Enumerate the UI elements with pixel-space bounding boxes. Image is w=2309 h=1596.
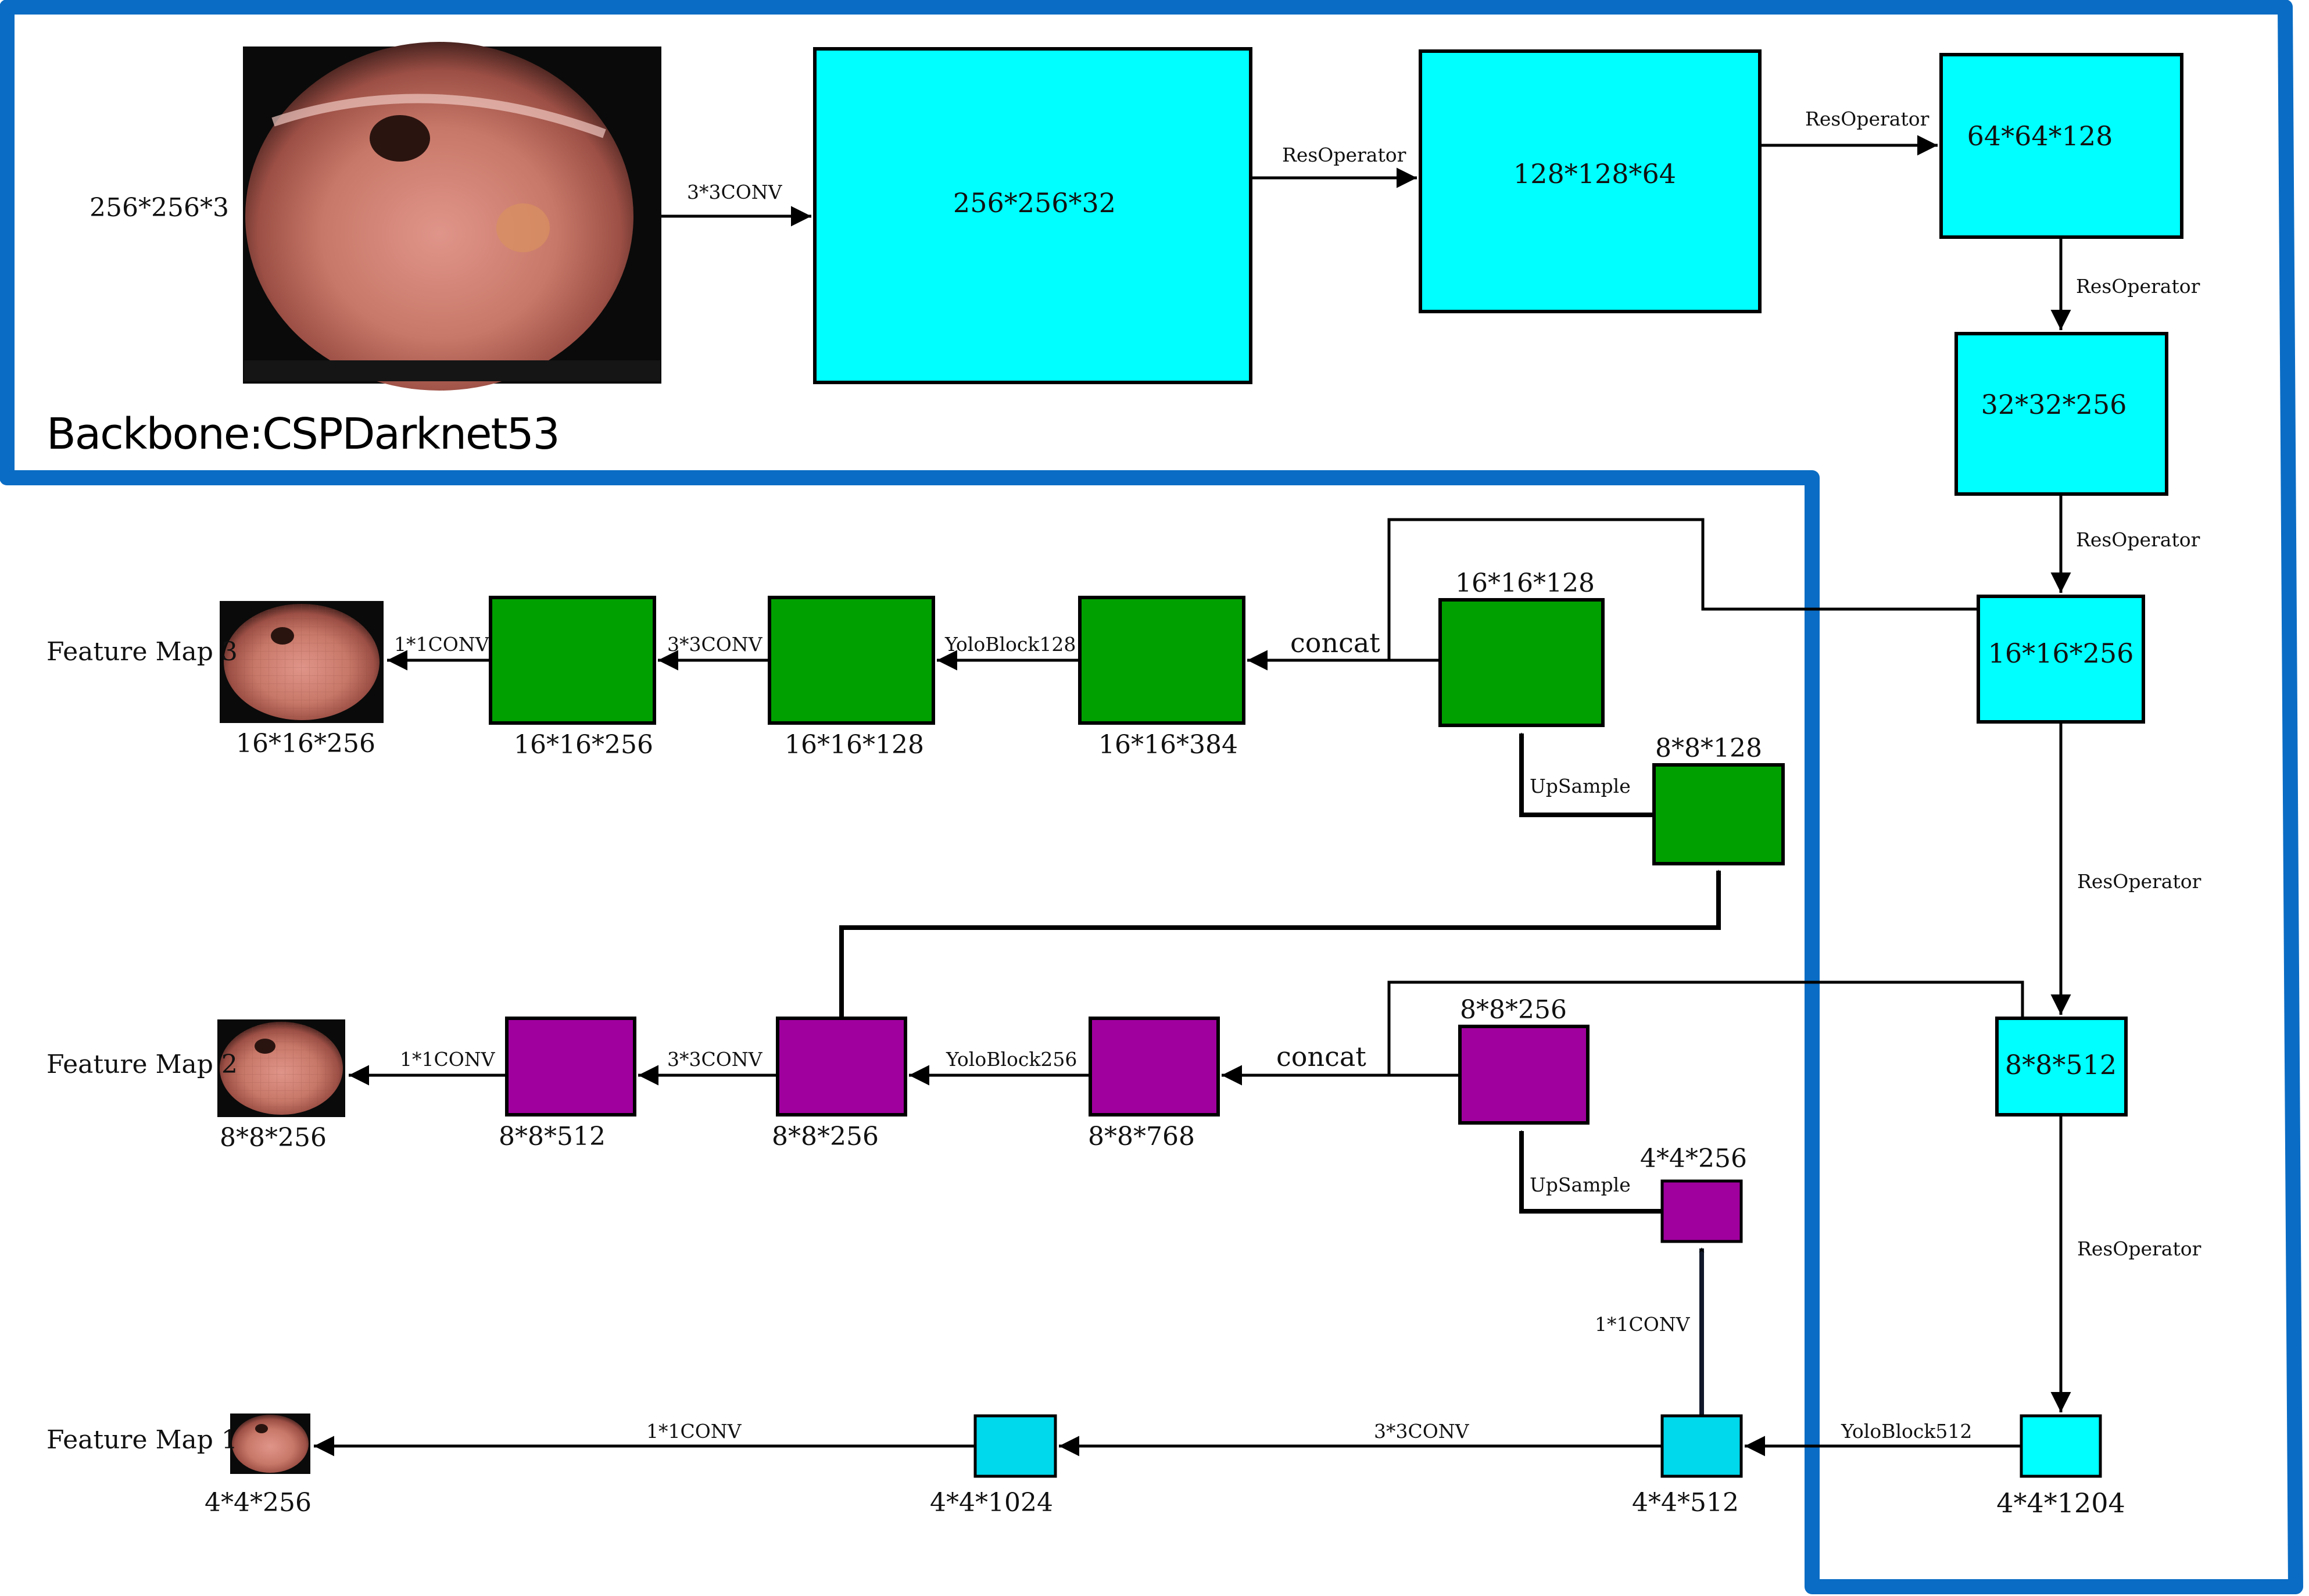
edge-fm1-yolo-label: YoloBlock512: [1841, 1420, 1972, 1443]
edge-fm2-1x1-label: 1*1CONV: [400, 1048, 496, 1071]
box-16x16x256-conv1-label: 16*16*256: [514, 730, 653, 760]
edge-res6-label: ResOperator: [2077, 1237, 2201, 1260]
edge-fm1-1x1-label: 1*1CONV: [646, 1420, 742, 1443]
box-128x128x64: [1419, 49, 1762, 313]
feature-map-3-size: 16*16*256: [236, 729, 375, 758]
feature-map-2-size: 8*8*256: [220, 1123, 327, 1153]
box-8x8x256-skip-label: 8*8*256: [1460, 995, 1567, 1025]
input-image: [243, 42, 661, 391]
box-8x8x768: [1089, 1017, 1220, 1117]
box-8x8x512-conv1: [505, 1017, 636, 1117]
feature-map-2-label: Feature Map 2: [46, 1050, 238, 1079]
box-4x4x512-label: 4*4*512: [1632, 1488, 1739, 1518]
box-16x16x384-label: 16*16*384: [1098, 730, 1238, 760]
box-8x8x256-conv3: [776, 1017, 907, 1117]
edge-res4-label: ResOperator: [2076, 528, 2200, 551]
edge-fm3-3x3-label: 3*3CONV: [667, 633, 763, 656]
box-16x16x128-skip: [1438, 598, 1605, 727]
box-8x8x512-conv1-label: 8*8*512: [499, 1122, 606, 1151]
box-256x256x32-label: 256*256*32: [953, 187, 1116, 219]
box-32x32x256: [1954, 332, 2168, 496]
input-size-label: 256*256*3: [90, 193, 229, 223]
box-32x32x256-label: 32*32*256: [1981, 389, 2127, 420]
box-8x8x128-up-label: 8*8*128: [1655, 733, 1762, 763]
route-8x8x512-to-concat2: [1387, 980, 2024, 1075]
box-64x64x128: [1939, 53, 2183, 239]
box-4x4x1204-label: 4*4*1204: [1996, 1487, 2125, 1519]
edge-res3-label: ResOperator: [2076, 275, 2200, 298]
edge-fm2-yolo-label: YoloBlock256: [946, 1048, 1077, 1071]
box-4x4x256-up: [1660, 1179, 1743, 1243]
arrow-fm3-upsample: [1519, 732, 1654, 817]
box-4x4x256-up-label: 4*4*256: [1640, 1144, 1747, 1173]
edge-fm2-concat-label: concat: [1276, 1041, 1366, 1072]
feature-map-1-size: 4*4*256: [205, 1488, 312, 1518]
box-16x16x128-conv3-label: 16*16*128: [785, 730, 924, 760]
edge-fm2-3x3-label: 3*3CONV: [667, 1048, 763, 1071]
edge-res5-label: ResOperator: [2077, 870, 2201, 893]
box-4x4x1024-label: 4*4*1024: [930, 1488, 1053, 1518]
route-8x8x256-to-up-high: [839, 869, 1721, 1018]
box-16x16x384: [1078, 596, 1245, 725]
box-16x16x256-backbone-label: 16*16*256: [1988, 638, 2134, 669]
box-8x8x256-conv3-label: 8*8*256: [772, 1122, 879, 1151]
box-128x128x64-label: 128*128*64: [1513, 158, 1676, 189]
box-8x8x512-backbone: [1995, 1017, 2128, 1117]
box-16x16x128-skip-label: 16*16*128: [1455, 568, 1595, 598]
edge-fm1-3x3-label: 3*3CONV: [1374, 1420, 1470, 1443]
box-4x4x1204: [2020, 1414, 2102, 1478]
edge-fm2-side-conv-label: 1*1CONV: [1595, 1313, 1691, 1336]
feature-map-1-image: [230, 1414, 310, 1474]
box-16x16x256-conv1: [489, 596, 656, 725]
edge-fm3-yolo-label: YoloBlock128: [944, 633, 1076, 656]
feature-map-1-label: Feature Map 1: [46, 1425, 238, 1455]
route-16x16x256-to-concat3: [1387, 518, 1978, 660]
edge-fm3-upsample-label: UpSample: [1530, 775, 1631, 797]
backbone-title: Backbone:CSPDarknet53: [46, 409, 559, 459]
box-16x16x128-conv3: [768, 596, 935, 725]
box-16x16x256-backbone: [1977, 595, 2145, 724]
edge-input-conv-label: 3*3CONV: [687, 181, 783, 203]
box-4x4x512: [1660, 1414, 1743, 1478]
box-64x64x128-label: 64*64*128: [1967, 120, 2113, 152]
edge-fm2-upsample-label: UpSample: [1530, 1173, 1631, 1196]
box-4x4x1024: [973, 1414, 1057, 1478]
box-8x8x768-label: 8*8*768: [1088, 1122, 1195, 1151]
feature-map-2-image: [217, 1019, 345, 1117]
feature-map-3-image: [220, 601, 384, 723]
edge-fm3-concat-label: concat: [1290, 627, 1380, 659]
arrow-fm2-upsample: [1519, 1130, 1662, 1214]
edge-fm3-1x1-label: 1*1CONV: [394, 633, 490, 656]
feature-map-3-label: Feature Map 3: [46, 637, 238, 667]
edge-res1-label: ResOperator: [1282, 144, 1406, 166]
box-256x256x32: [813, 47, 1252, 384]
box-8x8x512-backbone-label: 8*8*512: [2005, 1049, 2117, 1080]
edge-res2-label: ResOperator: [1805, 108, 1929, 130]
box-8x8x128-up: [1652, 763, 1785, 865]
box-8x8x256-skip: [1458, 1025, 1590, 1125]
